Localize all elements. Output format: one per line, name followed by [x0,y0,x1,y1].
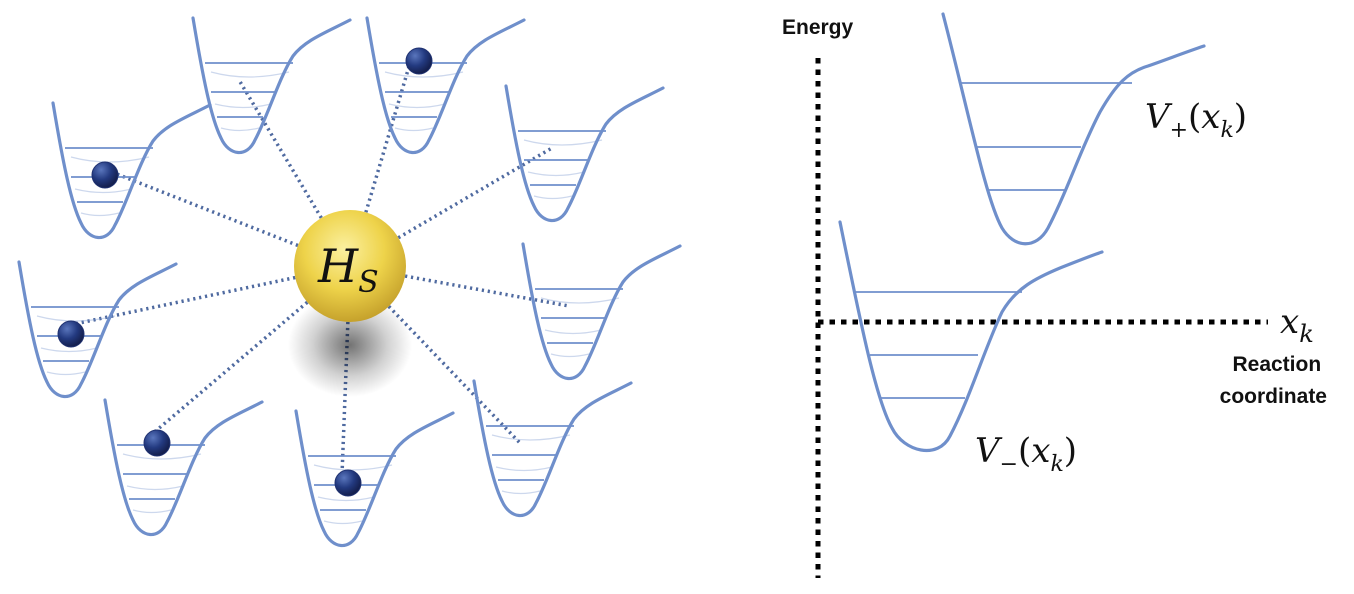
coupling-link [362,52,415,219]
well-curve [103,398,264,537]
well-level-shadow [210,71,290,78]
well-level-shadow [323,520,363,525]
oscillator-well [17,260,178,399]
well-level-shadow [544,329,602,335]
oscillator-well [191,16,352,155]
well-level-shadow [523,139,603,146]
lower-surface-levels [856,291,1022,399]
coupling-links [64,52,570,476]
well-level-shadow [214,103,272,109]
oscillator-well [294,409,455,548]
system-label: HS [317,239,379,300]
well-level-shadow [70,156,150,163]
well-curve [294,409,455,548]
well-curve [191,16,352,155]
well-level-shadow [220,127,260,132]
harmonic-wells [17,16,682,548]
well-level-shadow [533,195,573,200]
upper-surface-label: V+(xk) [1145,97,1247,143]
oscillator-well [365,16,526,155]
well-level-shadow [74,188,132,194]
well-level-shadow [132,509,172,514]
well-level-shadow [501,490,541,495]
particle [143,429,171,457]
well-level-shadow [36,315,116,322]
oscillator-well [472,379,633,518]
well-level-shadow [495,466,553,472]
oscillator-well [521,242,682,381]
well-level-shadow [40,347,98,353]
bath-oscillators-panel: HS [17,16,682,548]
system-shadow [288,293,412,397]
reaction-coordinate-symbol: xk [1280,302,1314,348]
coupling-link [392,146,553,243]
system-sphere [294,210,406,322]
lower-potential-surface [838,220,1104,453]
well-level-shadow [80,212,120,217]
coupling-link [383,300,522,445]
well-curve [521,242,682,381]
energy-axis-label: Energy [782,16,854,39]
well-level-shadow [550,353,590,358]
reaction-coordinate-caption: Reaction coordinate [1220,353,1327,408]
oscillator-well [103,398,264,537]
well-level-shadow [491,434,571,441]
lower-surface-label: V−(xk) [975,431,1077,477]
well-curve [365,16,526,155]
well-curve [17,260,178,399]
particle [334,469,362,497]
well-curve [51,101,212,240]
well-curve [504,84,665,223]
well-curve [472,379,633,518]
oscillator-well [51,101,212,240]
potential-surfaces-panel: Energy xk Reaction coordinate V+(xk) V−(… [782,12,1327,578]
well-level-shadow [126,485,184,491]
well-level-shadow [317,496,375,502]
well-level-shadow [540,297,620,304]
well-level-shadow [122,453,202,460]
well-level-shadow [527,171,585,177]
oscillator-well [504,84,665,223]
particle [405,47,433,75]
well-level-shadow [313,464,393,471]
coupling-link [64,274,302,328]
well-level-shadow [388,103,446,109]
coupling-link [149,297,314,437]
upper-potential-surface [941,12,1206,246]
coupling-link [398,273,570,308]
coupling-link [98,165,305,250]
coupling-link [237,79,326,224]
upper-surface-levels [960,82,1132,191]
particle [91,161,119,189]
well-level-shadow [46,371,86,376]
well-level-shadow [384,71,464,78]
well-level-shadow [394,127,434,132]
particle [57,320,85,348]
